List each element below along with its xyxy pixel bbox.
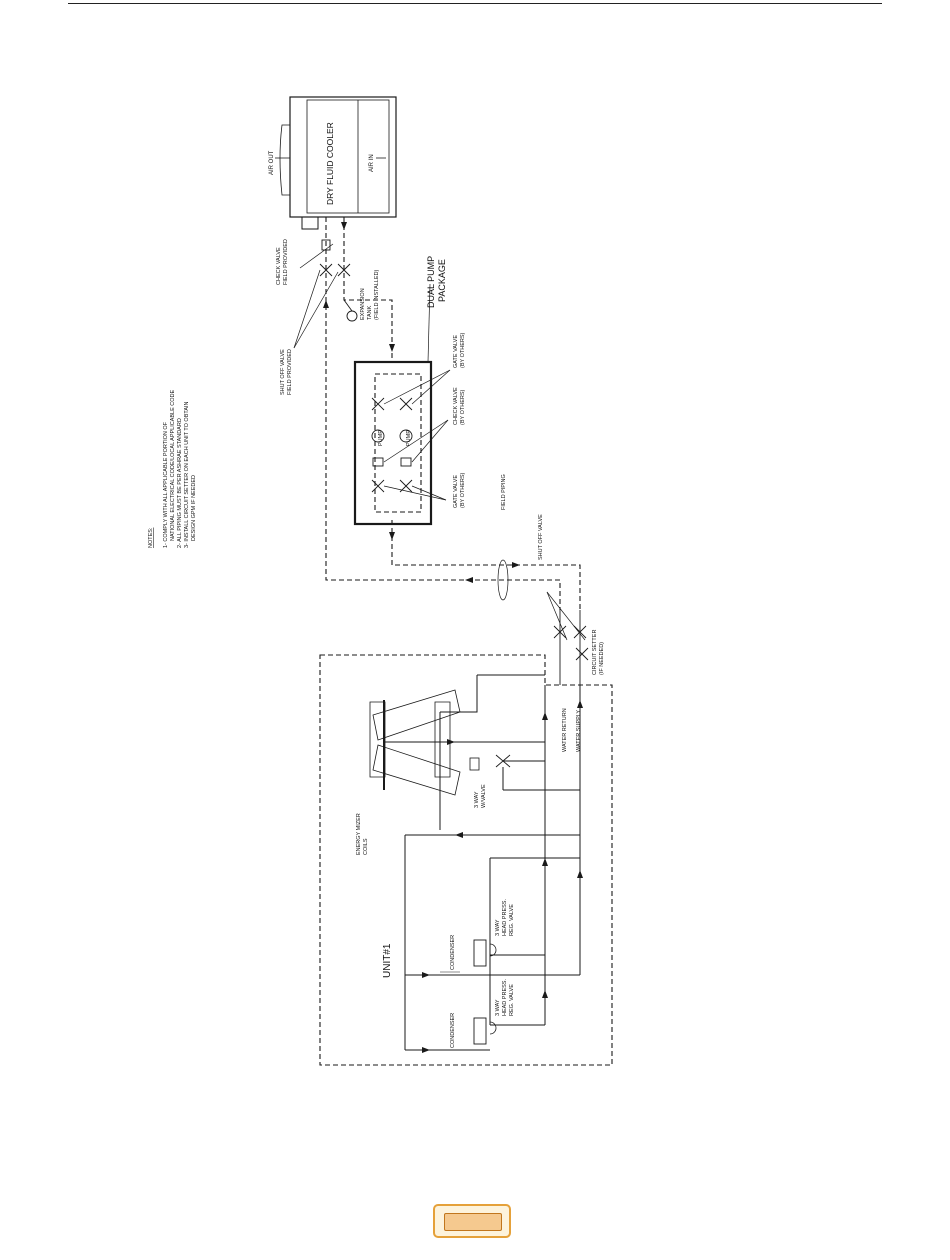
- energy-mizer-label-1: ENERGY MIZER: [356, 813, 362, 855]
- air-out-label: AIR OUT: [269, 150, 275, 175]
- water-supply-label: WATER SUPPLY: [576, 710, 582, 752]
- check-valve-mid-label-2: (BY OTHERS): [460, 389, 466, 425]
- note-line-4: 3- INSTALL CIRCUIT SETTER ON EACH UNIT T…: [184, 401, 190, 548]
- circuit-setter-label-1: CIRCUIT SETTER: [592, 630, 598, 675]
- head-press-valve-1-label-1: 3 WAY: [495, 919, 501, 936]
- notes-heading: NOTES:: [148, 527, 154, 548]
- dry-fluid-cooler-label: DRY FLUID COOLER: [325, 122, 335, 205]
- energy-mizer-label-2: COILS: [363, 838, 369, 855]
- unit-arrows: [422, 700, 583, 1053]
- header-rule: [68, 3, 882, 4]
- field-piping-lines: [319, 217, 613, 1066]
- expansion-tank-label-1: EXPANSION: [360, 288, 366, 320]
- head-press-valve-1-label-2: HEAD PRESS.: [502, 899, 508, 936]
- head-press-valve-2-label-3: REG. VALVE: [509, 984, 515, 1016]
- circuit-setter-label-2: (IF NEEDED): [599, 642, 605, 675]
- note-line-1: 1- COMPLY WITH ALL APPLICABLE PORTION OF: [163, 421, 169, 548]
- water-return-label: WATER RETURN: [562, 708, 568, 752]
- dual-pump-package-label-2: PACKAGE: [437, 259, 447, 302]
- check-valve-field-label-1: CHECK VALVE: [276, 247, 282, 285]
- note-line-5: DESIGN GPM IF NEEDED: [191, 475, 197, 541]
- shut-off-valve-field-label-2: FIELD PROVIDED: [287, 349, 293, 395]
- notes-block: NOTES: 1- COMPLY WITH ALL APPLICABLE POR…: [148, 389, 197, 548]
- shut-off-valve-field-label-1: SHUT OFF VALVE: [280, 349, 286, 395]
- gate-valve-bottom-label-2: (BY OTHERS): [460, 472, 466, 508]
- condenser-label-2: CONDENSER: [450, 1013, 456, 1048]
- pump-label-a: PUMP: [378, 430, 384, 446]
- page-badge-inner: [444, 1213, 502, 1231]
- field-piping-arrows: [323, 222, 520, 583]
- expansion-tank-label-3: (FIELD INSTALLED): [374, 270, 380, 320]
- note-line-3: 2- ALL PIPING MUST BE PER ASHRAE STANDAR…: [177, 418, 183, 548]
- three-way-valve-label-2: W/VALVE: [481, 784, 487, 808]
- note-line-2: NATIONAL ELECTRICAL CODE/LOCAL APPLICABL…: [170, 389, 176, 541]
- dual-pump-package-label-1: DUAL PUMP: [426, 256, 436, 308]
- condenser-label-1: CONDENSER: [450, 935, 456, 970]
- label-group: CHECK VALVE FIELD PROVIDED SHUT OFF VALV…: [276, 239, 605, 1048]
- three-way-valve-label-1: 3 WAY: [474, 791, 480, 808]
- check-valve-field-label-2: FIELD PROVIDED: [283, 239, 289, 285]
- shut-off-valve-label: SHUT OFF VALVE: [538, 514, 544, 560]
- unit-piping: [369, 674, 581, 1051]
- unit-label: UNIT#1: [382, 943, 393, 978]
- head-press-valve-2-label-2: HEAD PRESS.: [502, 979, 508, 1016]
- head-press-valve-2-label-1: 3 WAY: [495, 999, 501, 1016]
- cooler-valves: [319, 239, 358, 322]
- dry-fluid-cooler: [279, 96, 397, 230]
- field-piping-label: FIELD PIPING: [501, 474, 507, 510]
- field-valves: [553, 610, 589, 685]
- head-press-valve-1-label-3: REG. VALVE: [509, 904, 515, 936]
- check-valve-mid-label-1: CHECK VALVE: [453, 387, 459, 425]
- gate-valve-top-label-2: (BY OTHERS): [460, 332, 466, 368]
- gate-valve-bottom-label-1: GATE VALVE: [453, 475, 459, 508]
- page-badge: [433, 1204, 511, 1238]
- air-in-label: AIR IN: [369, 154, 375, 172]
- gate-valve-top-label-1: GATE VALVE: [453, 335, 459, 368]
- dual-pump-package: [353, 360, 433, 526]
- leader-lines: [293, 243, 586, 641]
- pump-label-b: PUMP: [406, 430, 412, 446]
- expansion-tank-label-2: TANK: [367, 305, 373, 320]
